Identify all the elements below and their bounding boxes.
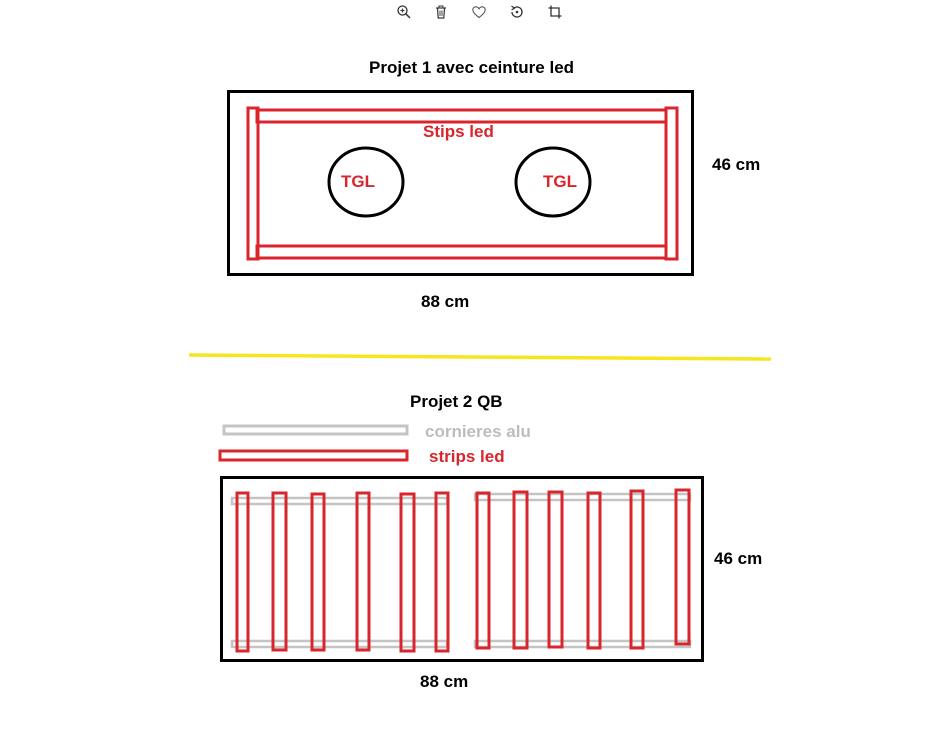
project1-tgl-right-circle — [514, 146, 592, 218]
yellow-separator-line — [188, 353, 772, 361]
led-strip-5 — [399, 492, 416, 653]
project1-led-strip-bottom — [255, 244, 668, 260]
crop-icon[interactable] — [544, 1, 566, 23]
project1-aquarium-frame — [227, 90, 694, 276]
led-strip-3 — [310, 492, 326, 652]
project1-width-label: 88 cm — [421, 292, 470, 311]
led-strip-1 — [235, 491, 250, 653]
project1-height-label: 46 cm — [712, 155, 761, 174]
rotate-icon[interactable] — [506, 1, 528, 23]
led-strip-2 — [271, 491, 288, 652]
project2-title: Projet 2 QB — [410, 392, 503, 411]
led-strip-11 — [629, 489, 645, 650]
project1-drawing — [227, 90, 694, 276]
project2-led-strips — [235, 488, 691, 653]
led-strip-12 — [674, 488, 691, 646]
led-strip-10 — [586, 491, 602, 650]
legend-strips-label: strips led — [429, 447, 505, 466]
project2-aquarium-frame — [220, 476, 704, 662]
project1-strip-label: Stips led — [423, 122, 494, 141]
image-viewer-toolbar — [0, 0, 936, 24]
project1-title: Projet 1 avec ceinture led — [369, 58, 575, 77]
led-strip-9 — [547, 490, 564, 649]
project1-led-strip-top — [255, 108, 668, 124]
legend-alu-swatch — [222, 424, 409, 436]
project1-tgl-right-label: TGL — [543, 172, 577, 191]
project1-led-strip-right — [664, 106, 679, 261]
project1-led-strip-left — [246, 106, 260, 261]
project2-height-label: 46 cm — [714, 549, 763, 568]
led-strip-7 — [475, 491, 491, 650]
legend-alu-label: cornieres alu — [425, 422, 531, 441]
project1-tgl-left-label: TGL — [341, 172, 375, 191]
project2-width-label: 88 cm — [420, 672, 469, 691]
legend-strips-swatch — [218, 449, 409, 462]
led-strip-4 — [355, 491, 371, 652]
trash-icon[interactable] — [430, 1, 452, 23]
zoom-in-icon[interactable] — [393, 1, 415, 23]
led-strip-8 — [512, 490, 529, 650]
led-strip-6 — [434, 491, 450, 653]
alu-profile-bottom-right — [473, 639, 692, 649]
heart-icon[interactable] — [468, 1, 490, 23]
alu-profile-top-right — [473, 492, 692, 502]
project2-alu-profiles — [230, 492, 692, 649]
project1-tgl-left-circle — [327, 146, 405, 218]
